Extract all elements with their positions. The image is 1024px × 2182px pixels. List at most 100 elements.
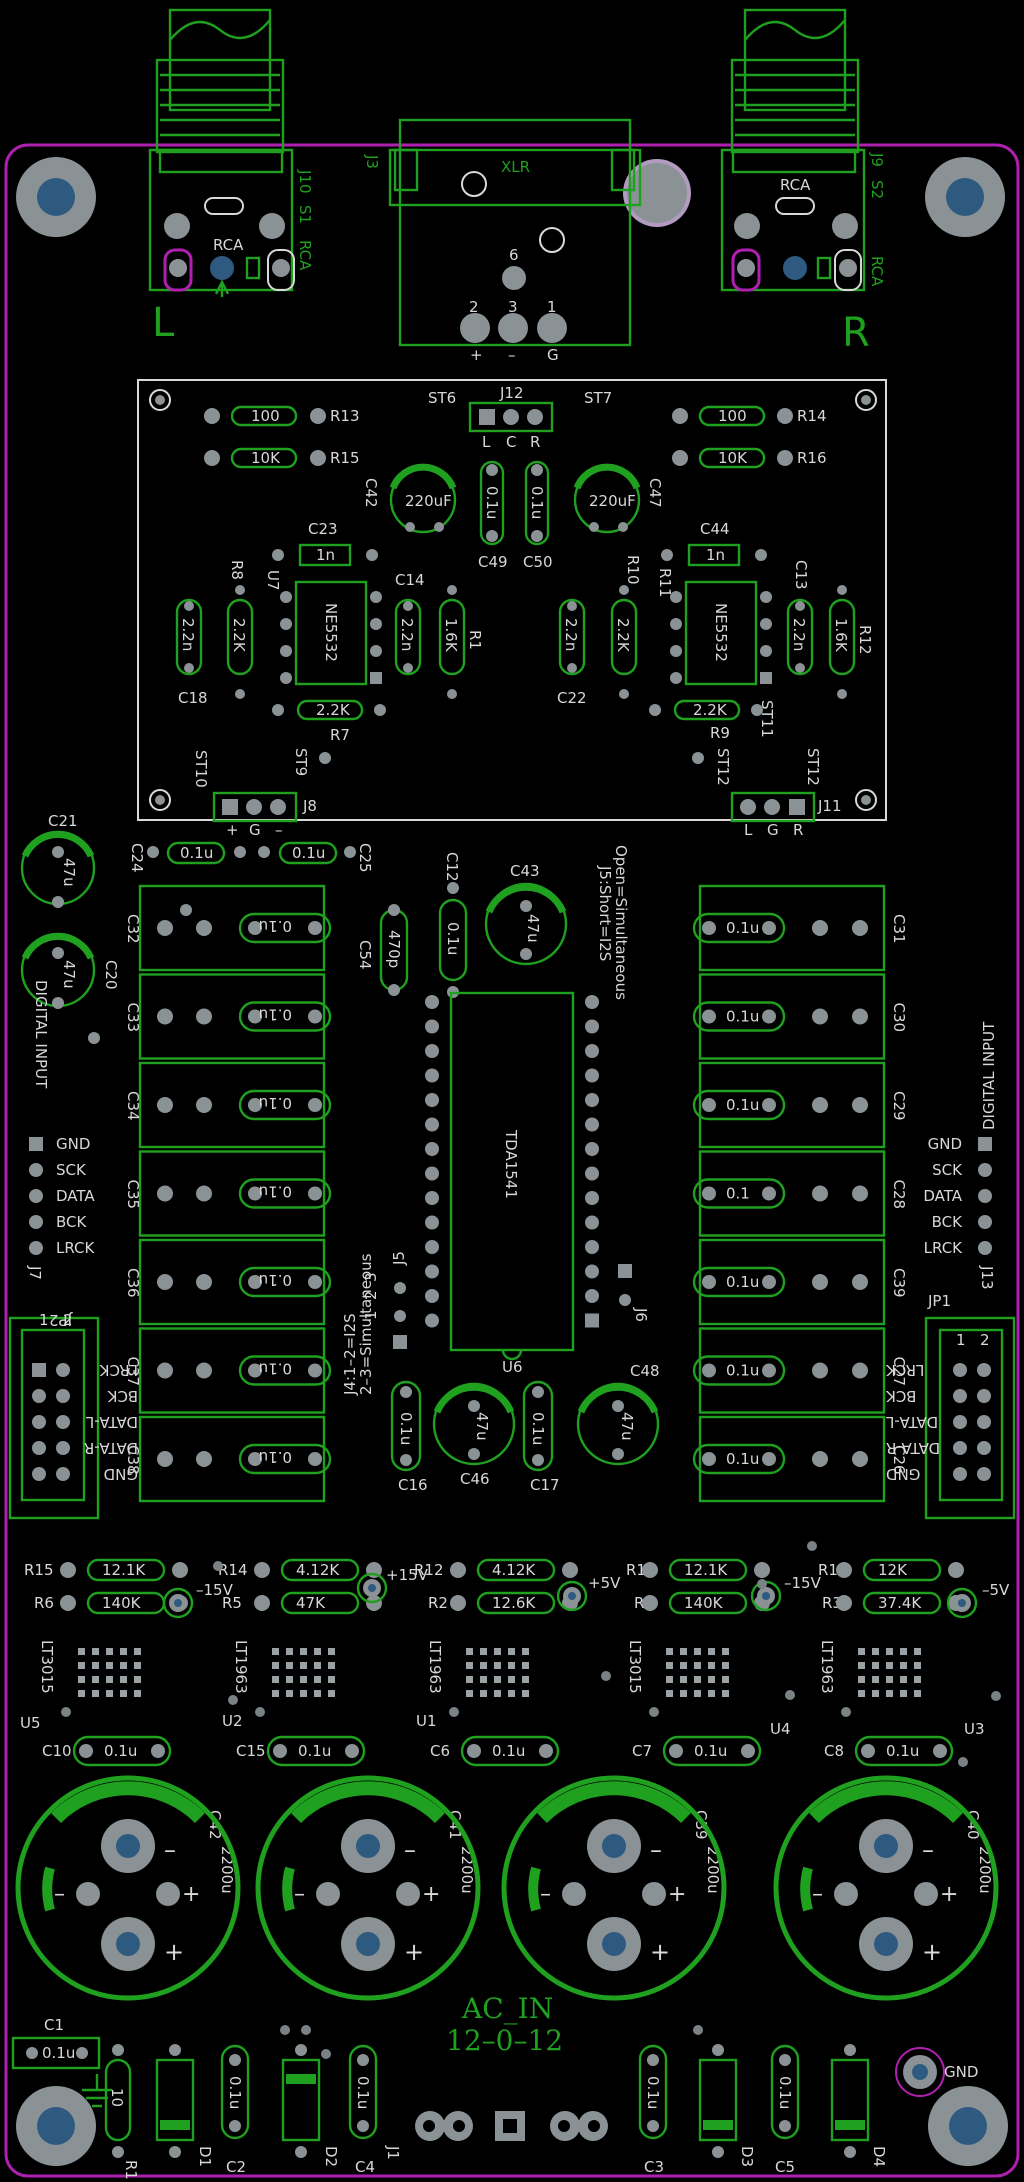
c4-value: 0.1u (354, 2076, 372, 2109)
j13-pin-3: DATA (923, 1187, 962, 1205)
reg-2-ref: U2 (222, 1712, 243, 1730)
j11-label: J11 (817, 797, 842, 815)
svg-text:+: + (182, 1882, 200, 1907)
psu-voltage-2: +15V (386, 1566, 429, 1584)
j8-label: J8 (302, 797, 317, 815)
j8-sign-1: + (226, 821, 239, 839)
svg-text:–: – (294, 1882, 305, 1907)
r1b-value: 10 (108, 2088, 126, 2107)
jp2-pin-2: BCK (106, 1387, 138, 1405)
gnd-label: GND (944, 2063, 978, 2081)
j8-sign-3: – (275, 821, 283, 839)
j13-pin-5: LRCK (924, 1239, 964, 1257)
j4-pin-3: 3 (362, 1272, 380, 1282)
c12-value: 0.1u (444, 922, 462, 955)
c4-label: C4 (355, 2158, 375, 2176)
c24-label: C24 (128, 843, 146, 873)
bottom-section (11, 2036, 945, 2158)
j13-pin-1: GND (928, 1135, 962, 1153)
ac-voltage-label: 12–0–12 (446, 2024, 563, 2057)
psu-cap-4-label: C7 (632, 1742, 652, 1760)
j6-label: J6 (632, 1307, 650, 1322)
right-cap-7-label: C26 (890, 1445, 908, 1475)
left-cap-5-value: 0.1u (259, 1271, 292, 1289)
st11-label: ST11 (758, 700, 776, 738)
c20-value: 47u (60, 960, 78, 989)
c21-value: 47u (60, 858, 78, 887)
j13-label: J13 (978, 1265, 996, 1290)
board-edge (4, 143, 1020, 2178)
j4-note-2: 2–3=Simultaneous (357, 1253, 375, 1395)
psu-cap-1-value: 0.1u (104, 1742, 137, 1760)
c3-label: C3 (644, 2158, 664, 2176)
psu-cap-2-label: C15 (236, 1742, 266, 1760)
svg-text:+: + (422, 1882, 440, 1907)
xlr-pin-3: 1 (547, 298, 557, 316)
c23-value: 1n (316, 546, 335, 564)
jp1-num-2: 2 (980, 1331, 990, 1349)
left-jack-label: L (152, 300, 175, 346)
psu-res-9-value: 12K (878, 1561, 908, 1579)
rca1-label: RCA (296, 240, 314, 271)
xlr-connector (388, 118, 642, 347)
r1-value: 1.6K (442, 618, 460, 653)
svg-text:–: – (164, 1836, 176, 1864)
psu-res-2-label: R6 (34, 1594, 54, 1612)
r13-value: 100 (251, 407, 280, 425)
right-cap-4-value: 0.1 (726, 1185, 750, 1203)
c20-label: C20 (102, 960, 120, 990)
rca-left-label: RCA (213, 236, 244, 254)
c54-label: C54 (356, 940, 374, 970)
psu-cap-4-value: 0.1u (694, 1742, 727, 1760)
reg-4-type: LT3015 (626, 1640, 644, 1694)
svg-text:–: – (54, 1882, 65, 1907)
c21-label: C21 (48, 812, 78, 830)
r7-label: R7 (330, 726, 350, 744)
c49-value: 0.1u (483, 486, 501, 519)
j7-pin-5: LRCK (56, 1239, 96, 1257)
j13-pin-4: BCK (932, 1213, 964, 1231)
dac-section (8, 830, 1016, 1520)
st10-label: ST10 (192, 750, 210, 788)
c16-value: 0.1u (397, 1412, 415, 1445)
psu-cap-1-label: C10 (42, 1742, 72, 1760)
svg-text:–: – (922, 1836, 934, 1864)
c49-label: C49 (478, 553, 508, 571)
r9-value: 2.2K (693, 701, 728, 719)
jp1-pin-1: LRCK (885, 1361, 925, 1379)
svg-text:–: – (812, 1882, 823, 1907)
s2-label: S2 (868, 180, 886, 199)
psu-section: –++––++––++––++– (15, 1541, 1001, 2059)
c24-value: 0.1u (180, 844, 213, 862)
xlr-pin-2: 3 (508, 298, 518, 316)
bottom-labels: AC_IN 12–0–12 C1 0.1u R1 10 D1 C2 0.1u D… (42, 1992, 978, 2180)
j9-label: J9 (868, 152, 886, 167)
jp2-num-1: 1 (39, 1311, 49, 1329)
psu-res-4-value: 47K (296, 1594, 326, 1612)
r12-label: R12 (856, 625, 874, 655)
c50-label: C50 (523, 553, 553, 571)
rca-jack-left (148, 8, 295, 297)
st6-label: ST6 (428, 389, 456, 407)
j13-pin-2: SCK (932, 1161, 963, 1179)
svg-text:+: + (940, 1882, 958, 1907)
svg-text:–: – (650, 1836, 662, 1864)
svg-text:–: – (404, 1836, 416, 1864)
c25-value: 0.1u (292, 844, 325, 862)
rca-jack-right (720, 8, 866, 292)
r15-value: 10K (251, 449, 281, 467)
xlr-pin-1: 2 (469, 298, 479, 316)
j11-pin-r: R (793, 821, 803, 839)
jp2-pin-1: LRCK (98, 1361, 138, 1379)
reg-4-ref: U4 (770, 1720, 791, 1738)
jp1-label: JP1 (927, 1292, 951, 1310)
xlr-pin-labels: 2 3 1 + – G (469, 298, 559, 364)
c47-label: C47 (646, 478, 664, 508)
r12-value: 1.6K (832, 618, 850, 653)
psu-res-10-value: 37.4K (878, 1594, 922, 1612)
right-cap-1-label: C31 (890, 914, 908, 944)
jp2-label: JP2 (49, 1311, 73, 1329)
left-cap-3-value: 0.1u (259, 1094, 292, 1112)
st7-label: ST7 (584, 389, 612, 407)
